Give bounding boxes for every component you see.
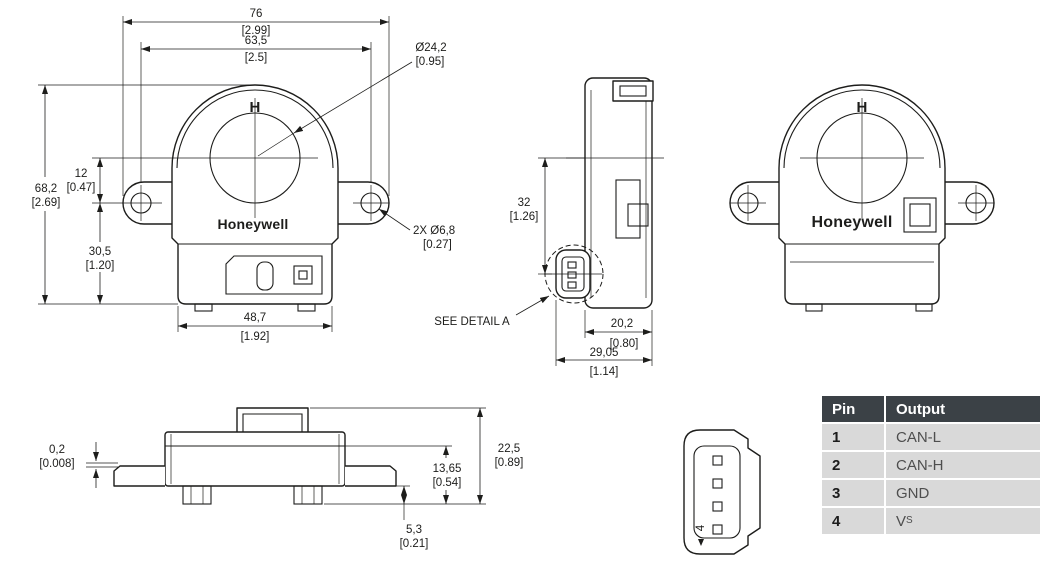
dim-hole-spacing-mm: 63,5 xyxy=(245,35,267,47)
flange-left xyxy=(113,465,165,487)
side-dimension-lines xyxy=(515,157,653,366)
dim-center-offset-in: [0.47] xyxy=(67,182,96,194)
bottom-top-tab xyxy=(236,407,309,435)
back-square-detail xyxy=(903,197,937,233)
bottom-dimension-labels: 0,2 [0.008] 22,5 [0.89] 13,65 [0.54] 5,3… xyxy=(39,443,523,550)
sensor-body-side xyxy=(584,77,653,309)
flange-right xyxy=(345,465,397,487)
dim-lower-height-mm: 30,5 xyxy=(89,246,111,258)
dim-foot-height-mm: 5,3 xyxy=(406,524,422,536)
front-view: H Honeywell xyxy=(32,8,456,343)
dim-body-depth-in: [0.80] xyxy=(610,338,639,350)
honeywell-h-mark-back: H xyxy=(856,99,867,116)
mounting-hole-centerlines xyxy=(92,185,389,221)
dim-base-width-in: [1.92] xyxy=(241,331,270,343)
dim-center-height-mm: 32 xyxy=(518,197,531,209)
dim-center-offset-mm: 12 xyxy=(75,168,88,180)
side-top-cap xyxy=(612,80,654,102)
dim-body-height-in: [0.54] xyxy=(433,477,462,489)
side-connector xyxy=(544,249,602,299)
dim-bore-mm: Ø24,2 xyxy=(415,42,446,54)
dim-step-in: [0.008] xyxy=(39,458,74,470)
connector-pins xyxy=(712,455,723,535)
pin-4-arrow xyxy=(698,539,704,546)
front-dimension-labels: 76 [2.99] 63,5 [2.5] Ø24,2 [0.95] 12 [0.… xyxy=(32,8,456,343)
pin-output: GND xyxy=(886,480,1040,506)
foot-left xyxy=(194,303,213,312)
pin-table-header-row: Pin Output xyxy=(822,396,1040,422)
pin-output: CAN-L xyxy=(886,424,1040,450)
dim-center-height-in: [1.26] xyxy=(510,211,539,223)
connector-detail-inner xyxy=(693,445,741,539)
dim-overall-height-mm: 68,2 xyxy=(35,183,57,195)
dim-hole-spacing-in: [2.5] xyxy=(245,52,267,64)
mounting-hole-centerlines-back xyxy=(730,185,994,221)
pin-table-header-pin: Pin xyxy=(822,396,884,422)
table-row: 2 CAN-H xyxy=(822,452,1040,478)
table-row: 1 CAN-L xyxy=(822,424,1040,450)
side-mid-block xyxy=(615,179,649,239)
honeywell-h-mark: H xyxy=(249,99,260,116)
front-dimension-lines xyxy=(38,16,413,332)
pin-number: 2 xyxy=(822,452,884,478)
dim-bottom-overall-height-in: [0.89] xyxy=(495,457,524,469)
pin-number: 3 xyxy=(822,480,884,506)
foot-right xyxy=(297,303,316,312)
pin-output: CAN-H xyxy=(886,452,1040,478)
dim-overall-width-in: [2.99] xyxy=(242,25,271,37)
pin-table-header-output: Output xyxy=(886,396,1040,422)
honeywell-logo-back: Honeywell xyxy=(812,214,893,231)
dim-overall-depth-mm: 29,05 xyxy=(590,347,619,359)
body-inner-contour xyxy=(176,89,334,169)
dim-overall-height-in: [2.69] xyxy=(32,197,61,209)
bottom-view: 0,2 [0.008] 22,5 [0.89] 13,65 [0.54] 5,3… xyxy=(39,407,523,550)
foot-right-back xyxy=(915,303,933,312)
pin-number: 1 xyxy=(822,424,884,450)
dim-bore-in: [0.95] xyxy=(416,56,445,68)
foot-left-back xyxy=(805,303,823,312)
dim-step-mm: 0,2 xyxy=(49,444,65,456)
bottom-dimension-lines xyxy=(86,407,486,520)
dim-lower-height-in: [1.20] xyxy=(86,260,115,272)
body-inner-contour-back xyxy=(783,89,941,169)
sensor-body-bottom xyxy=(164,431,346,487)
dim-overall-width-mm: 76 xyxy=(250,8,263,20)
dim-body-depth-mm: 20,2 xyxy=(611,318,633,330)
detail-a-view: 4 xyxy=(683,429,761,555)
see-detail-a-label: SEE DETAIL A xyxy=(434,316,510,328)
honeywell-logo: Honeywell xyxy=(217,216,288,232)
connector-area-front xyxy=(225,255,323,295)
clip-foot-right xyxy=(293,485,323,505)
dim-mount-holes-in: [0.27] xyxy=(423,239,452,251)
dim-bottom-overall-height-mm: 22,5 xyxy=(498,443,520,455)
dim-mount-holes-mm: 2X Ø6,8 xyxy=(413,225,455,237)
table-row: 3 GND xyxy=(822,480,1040,506)
pin-number: 4 xyxy=(822,508,884,534)
back-view: H Honeywell xyxy=(729,84,995,312)
side-dimension-labels: 32 [1.26] SEE DETAIL A 20,2 [0.80] 29,05… xyxy=(434,197,638,378)
dim-base-width-mm: 48,7 xyxy=(244,312,266,324)
dim-body-height-mm: 13,65 xyxy=(433,463,462,475)
clip-foot-left xyxy=(182,485,212,505)
pin-output-symbol: V xyxy=(896,512,907,530)
side-view: 32 [1.26] SEE DETAIL A 20,2 [0.80] 29,05… xyxy=(434,77,664,378)
pin-4-label: 4 xyxy=(695,524,707,531)
dim-overall-depth-in: [1.14] xyxy=(590,366,619,378)
dim-foot-height-in: [0.21] xyxy=(400,538,429,550)
connector-detail-outline xyxy=(683,429,761,555)
